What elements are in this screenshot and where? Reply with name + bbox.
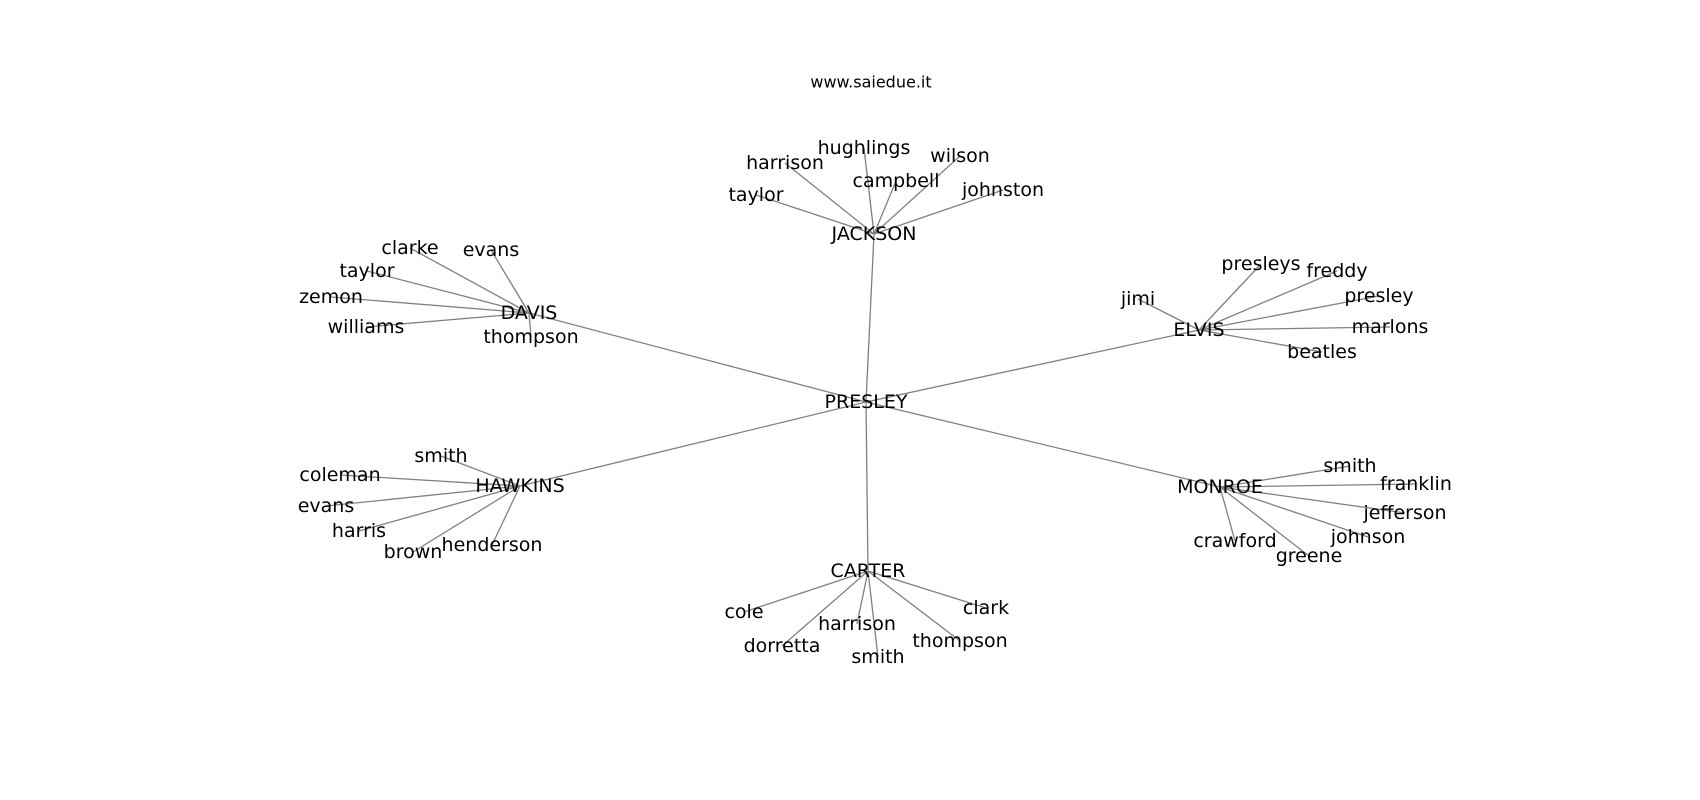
edge-jackson-wilson	[873, 155, 961, 235]
edge-root-davis	[528, 312, 867, 403]
edge-jackson-harrison	[784, 162, 875, 235]
leaf-davis-thompson: thompson	[483, 326, 578, 348]
edge-elvis-presleys	[1198, 263, 1262, 331]
leaf-davis-zemon: zemon	[299, 286, 363, 308]
edge-monroe-crawford	[1219, 486, 1236, 542]
leaf-hawkins-coleman: coleman	[299, 464, 380, 486]
edge-root-jackson	[865, 233, 875, 403]
edge-davis-clarke	[409, 247, 530, 314]
leaf-hawkins-brown: brown	[384, 541, 443, 563]
leaf-hawkins-henderson: henderson	[442, 534, 543, 556]
leaf-elvis-jimi: jimi	[1120, 288, 1155, 310]
edge-carter-cole	[743, 570, 869, 613]
node-monroe: MONROE	[1177, 476, 1263, 498]
edge-jackson-hughlings	[863, 147, 875, 235]
leaf-elvis-beatles: beatles	[1287, 341, 1357, 363]
edge-monroe-johnson	[1219, 486, 1369, 538]
leaf-elvis-presley: presley	[1344, 285, 1413, 307]
leaf-monroe-johnson: johnson	[1330, 526, 1406, 548]
leaf-elvis-presleys: presleys	[1221, 253, 1300, 275]
leaf-davis-evans: evans	[463, 239, 520, 261]
edge-davis-taylor	[366, 270, 530, 314]
leaf-hawkins-harris: harris	[332, 520, 386, 542]
edge-elvis-marlons	[1198, 326, 1391, 331]
edge-hawkins-harris	[358, 485, 521, 532]
edge-hawkins-brown	[412, 485, 521, 553]
leaf-carter-cole: cole	[724, 601, 763, 623]
leaf-hawkins-smith: smith	[414, 445, 467, 467]
edge-root-hawkins	[519, 401, 867, 487]
leaf-jackson-taylor: taylor	[728, 184, 783, 206]
edge-carter-dorretta	[781, 570, 869, 647]
edge-elvis-freddy	[1198, 270, 1338, 331]
edge-monroe-franklin	[1219, 483, 1417, 488]
edge-elvis-jimi	[1137, 298, 1200, 331]
leaf-davis-clarke: clarke	[381, 237, 438, 259]
leaf-monroe-greene: greene	[1276, 545, 1343, 567]
edge-carter-harrison	[856, 570, 869, 625]
edge-monroe-smith	[1219, 465, 1351, 488]
site-url-label: www.saiedue.it	[810, 73, 931, 92]
edge-elvis-beatles	[1198, 329, 1323, 353]
node-hawkins: HAWKINS	[475, 475, 564, 497]
edge-jackson-johnston	[873, 189, 1004, 235]
leaf-carter-thompson: thompson	[912, 630, 1007, 652]
leaf-monroe-franklin: franklin	[1380, 473, 1452, 495]
leaf-hawkins-evans: evans	[298, 495, 355, 517]
edge-davis-evans	[490, 249, 530, 314]
node-davis: DAVIS	[501, 302, 558, 324]
edge-jackson-campbell	[873, 180, 897, 235]
edge-carter-thompson	[867, 570, 961, 642]
leaf-jackson-campbell: campbell	[853, 170, 940, 192]
label-layer: PRESLEYJACKSONtaylorharrisonhughlingscam…	[298, 137, 1452, 668]
leaf-jackson-wilson: wilson	[930, 145, 990, 167]
leaf-monroe-smith: smith	[1323, 455, 1376, 477]
leaf-jackson-hughlings: hughlings	[818, 137, 911, 159]
leaf-carter-smith: smith	[851, 646, 904, 668]
node-carter: CARTER	[831, 560, 906, 582]
edge-root-monroe	[865, 401, 1221, 488]
leaf-jackson-johnston: johnston	[961, 179, 1044, 201]
leaf-elvis-freddy: freddy	[1306, 260, 1367, 282]
node-jackson: JACKSON	[831, 223, 917, 245]
edge-monroe-greene	[1219, 486, 1310, 557]
edge-jackson-taylor	[755, 194, 875, 235]
leaf-carter-clark: clark	[963, 597, 1009, 619]
edge-davis-zemon	[330, 296, 530, 314]
edge-root-carter	[865, 401, 869, 572]
leaf-monroe-crawford: crawford	[1193, 530, 1276, 552]
leaf-carter-dorretta: dorretta	[744, 635, 821, 657]
leaf-monroe-jefferson: jefferson	[1362, 502, 1446, 524]
leaf-jackson-harrison: harrison	[746, 152, 824, 174]
edge-hawkins-smith	[440, 455, 521, 487]
edge-root-elvis	[865, 329, 1200, 403]
leaf-elvis-marlons: marlons	[1352, 316, 1429, 338]
edge-hawkins-coleman	[339, 474, 521, 487]
node-elvis: ELVIS	[1173, 319, 1224, 341]
edge-hawkins-evans	[325, 485, 521, 507]
leaf-davis-williams: williams	[328, 316, 405, 338]
node-root: PRESLEY	[825, 391, 908, 413]
edge-hawkins-henderson	[491, 485, 521, 546]
edge-carter-clark	[867, 570, 987, 609]
edge-davis-thompson	[528, 312, 532, 338]
edge-elvis-presley	[1198, 295, 1380, 331]
edge-davis-williams	[365, 312, 530, 328]
leaf-carter-harrison: harrison	[818, 613, 896, 635]
edge-layer	[325, 147, 1417, 658]
leaf-davis-taylor: taylor	[339, 260, 394, 282]
edge-monroe-jefferson	[1219, 486, 1406, 514]
edge-carter-smith	[867, 570, 879, 658]
